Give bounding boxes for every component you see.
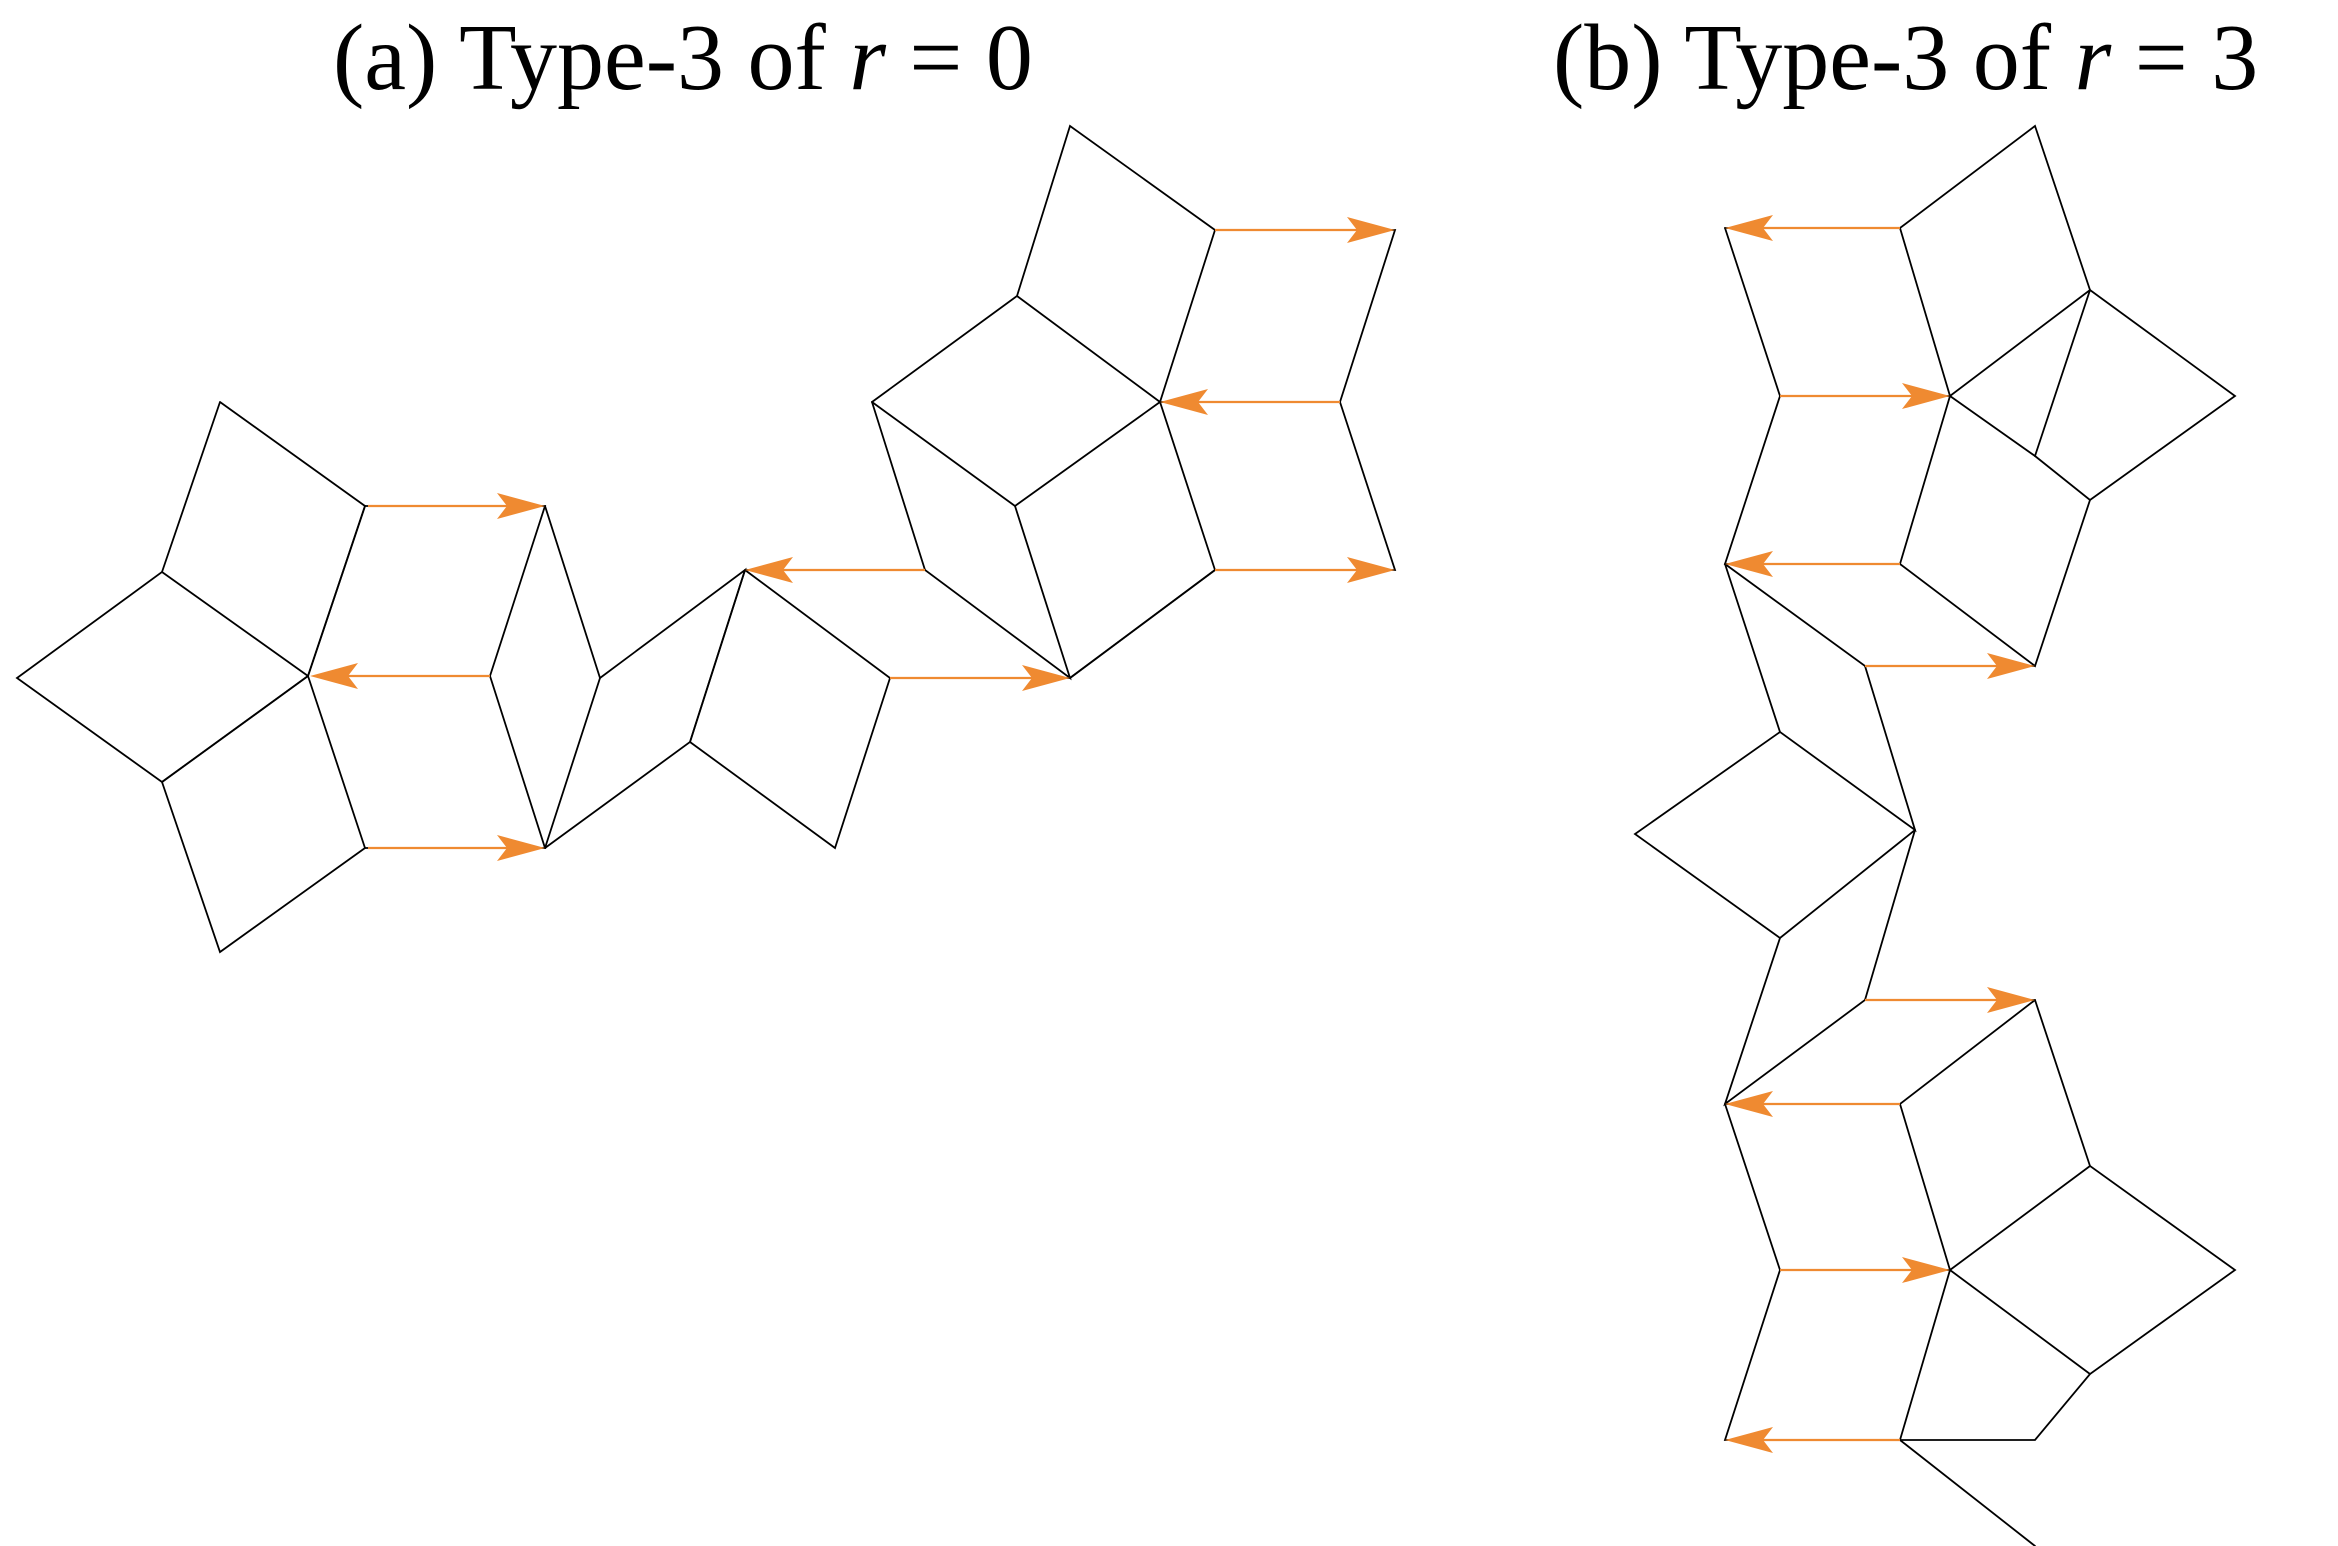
panel-b-edge-8	[1724, 563, 1917, 833]
panel-a-title-prefix: (a) Type-3 of	[333, 6, 850, 110]
panel-b-edge-12	[1724, 999, 2036, 1105]
panel-a-arrow-8-head	[1347, 557, 1395, 583]
panel-a-edge-6	[544, 505, 601, 849]
panel-b-edge-5	[1899, 227, 1951, 397]
panel-a-arrow-6-head	[1347, 217, 1395, 243]
panel-a-arrow-6	[1215, 217, 1395, 243]
panel-b-arrow-4-head	[1987, 653, 2035, 679]
panel-a-arrow-2	[310, 663, 490, 689]
panel-a-arrow-7	[1160, 389, 1340, 415]
panel-a-arrow-1-head	[497, 493, 545, 519]
panel-b-arrow-1-head	[1725, 215, 1773, 241]
panel-b-edge-16	[1899, 1439, 2036, 1546]
panel-a-edge-13	[871, 401, 1016, 507]
panel-b-title-prefix: (b) Type-3 of	[1553, 6, 2075, 110]
panel-b-edge-9	[1633, 731, 1916, 940]
panel-b-arrow-6-head	[1725, 1091, 1773, 1117]
panel-b-edge-3	[1723, 395, 1951, 565]
panel-b-arrow-3-head	[1725, 551, 1773, 577]
panel-b-arrow-7-head	[1902, 1257, 1950, 1283]
panel-b-title: (b) Type-3 of r = 3	[1553, 8, 2258, 108]
panel-b-title-value: = 3	[2111, 6, 2259, 110]
panel-a-arrow-5	[890, 665, 1070, 691]
panel-b-edge-6	[1949, 395, 2036, 457]
panel-a-arrow-3-head	[497, 835, 545, 861]
panel-b-edge-11	[1864, 999, 2237, 1441]
panel-a-title: (a) Type-3 of r = 0	[333, 8, 1033, 108]
panel-b-arrow-7	[1780, 1257, 1950, 1283]
panel-b-edge-2	[1724, 227, 2237, 502]
panel-b-tiling	[1633, 124, 2237, 1546]
panel-a-edge-12	[871, 400, 1217, 681]
panel-a-title-variable: r	[849, 6, 886, 110]
panel-a-arrow-8	[1215, 557, 1395, 583]
panel-b-edge-7	[1724, 563, 2036, 667]
panel-a-arrow-7-head	[1160, 389, 1208, 415]
panel-b-arrows	[1725, 215, 2035, 1453]
panel-b-edge-4	[1899, 499, 2091, 668]
panel-b-arrow-6	[1725, 1091, 1900, 1117]
panel-a-edge-14	[1214, 229, 1397, 571]
panel-a-arrow-4	[745, 557, 925, 583]
panel-a-edge-8	[688, 569, 892, 850]
panel-a-edge-3	[160, 675, 367, 954]
panel-a-edge-11	[871, 124, 1217, 404]
panel-b-arrow-5-head	[1987, 987, 2035, 1013]
panel-b-arrow-8	[1725, 1427, 1900, 1453]
panel-a-tiling	[15, 124, 1397, 954]
panel-a-arrows	[310, 217, 1395, 861]
panel-b-arrow-4	[1865, 653, 2035, 679]
panel-b-arrow-5	[1865, 987, 2035, 1013]
panel-a-arrow-5-head	[1022, 665, 1070, 691]
panel-a-edge-4	[307, 505, 366, 677]
panel-a-title-value: = 0	[885, 6, 1033, 110]
panel-a-arrow-2-head	[310, 663, 358, 689]
panel-a-arrow-3	[368, 835, 545, 861]
panel-a-edge-7	[544, 567, 747, 849]
panel-b-edge-10	[1723, 829, 1916, 1107]
panel-b-arrow-2-head	[1902, 383, 1950, 409]
panel-a-arrow-1	[368, 493, 545, 519]
panel-b-arrow-8-head	[1725, 1427, 1773, 1453]
panel-b-arrow-2	[1780, 383, 1950, 409]
panel-b-title-variable: r	[2074, 6, 2112, 110]
panel-b-edge-15	[1723, 1269, 1951, 1441]
panel-a-arrow-4-head	[745, 557, 793, 583]
panel-a-edge-2	[161, 571, 309, 677]
panel-b-arrow-1	[1725, 215, 1900, 241]
panel-b-edge-14	[1724, 1103, 2091, 1375]
panel-a-edge-16	[1069, 569, 1216, 679]
panel-b-edge-13	[1899, 1103, 2091, 1272]
panel-b-arrow-3	[1725, 551, 1900, 577]
